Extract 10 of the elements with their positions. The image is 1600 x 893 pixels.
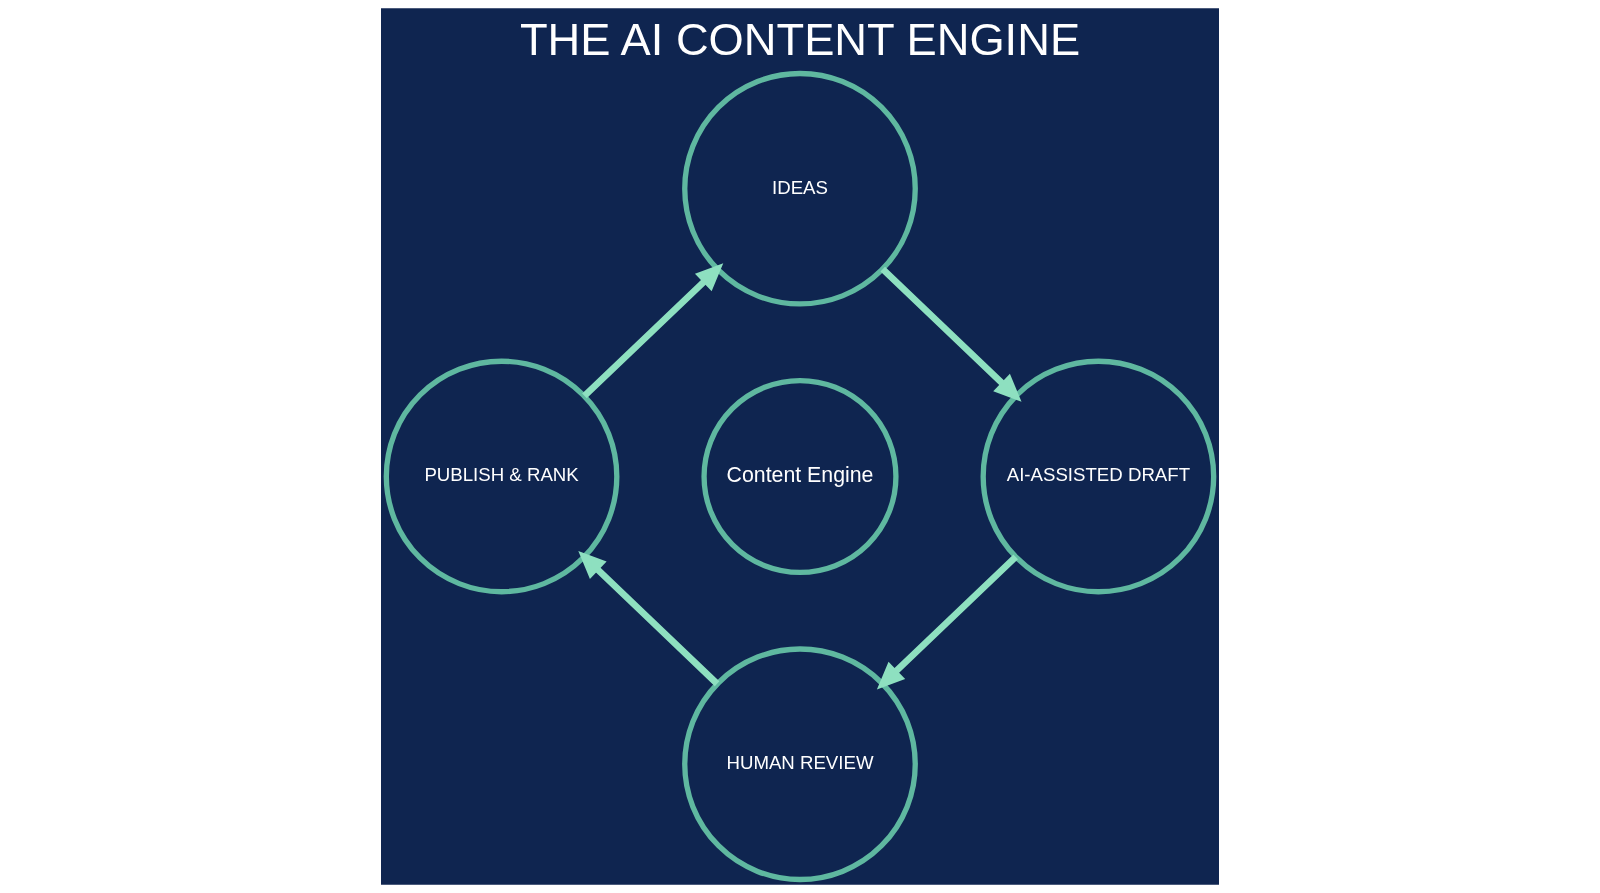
node-circle: IDEAS	[682, 70, 918, 307]
node-circle: HUMAN REVIEW	[682, 646, 918, 883]
arrow	[876, 554, 1018, 690]
node-circle: Content Engine	[701, 377, 899, 576]
arrow	[880, 266, 1022, 402]
node-circle: AI-ASSISTED DRAFT	[980, 358, 1217, 595]
node-circle: PUBLISH & RANK	[383, 358, 620, 595]
diagram-title: THE AI CONTENT ENGINE	[519, 14, 1081, 66]
arrow	[582, 263, 724, 399]
arrow	[578, 551, 720, 687]
